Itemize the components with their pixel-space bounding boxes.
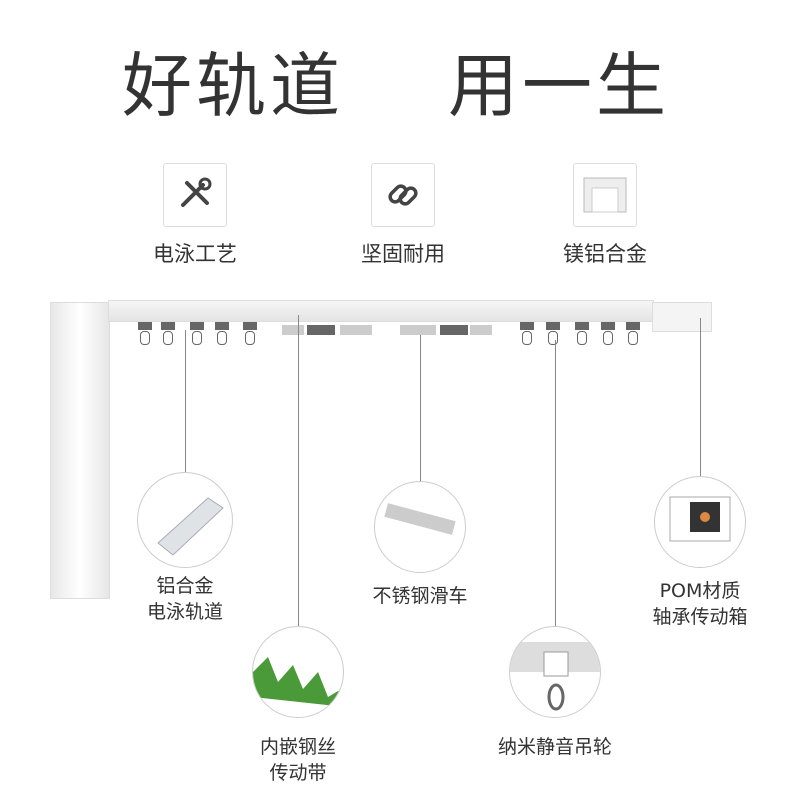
leader-line (555, 340, 556, 626)
curtain-hook (628, 331, 638, 345)
feature-icon-box (371, 163, 435, 227)
rail-profile-image (137, 472, 233, 568)
callout-gearbox: POM材质轴承传动箱 (610, 578, 790, 630)
carrier-image (374, 481, 466, 573)
curtain-hook (192, 331, 202, 345)
hook-carrier (215, 322, 229, 330)
curtain-hook (548, 331, 558, 345)
curtain-hook (163, 331, 173, 345)
leader-line (185, 330, 186, 472)
curtain-track (108, 300, 654, 322)
callout-line: 内嵌钢丝 (259, 736, 336, 758)
link-icon (388, 184, 418, 206)
headline-left: 好轨道 (122, 45, 344, 127)
callout-rail: 铝合金电泳轨道 (95, 573, 275, 625)
gearbox-image (654, 476, 746, 568)
hook-carrier (243, 322, 257, 330)
hook-carrier (138, 322, 152, 330)
track-end-cap-left (50, 302, 110, 599)
feature-label: 电泳工艺 (153, 242, 237, 266)
slider-plate (470, 325, 492, 335)
curtain-hook (603, 331, 613, 345)
callout-line: 电泳轨道 (146, 601, 223, 623)
curtain-hook (245, 331, 255, 345)
slider-plate (340, 325, 372, 335)
tools-icon (181, 177, 212, 207)
hook-carrier (575, 322, 589, 330)
feature-icon-box (163, 163, 227, 227)
slider-plate (400, 325, 436, 335)
hook-carrier (546, 322, 560, 330)
leader-line (700, 318, 701, 476)
wheel-image (509, 626, 601, 718)
slider-block (307, 325, 335, 335)
callout-line: 传动带 (269, 762, 327, 784)
feature-icon-box (573, 163, 637, 227)
rail-profile-icon (583, 177, 627, 213)
hook-carrier (161, 322, 175, 330)
hook-carrier (626, 322, 640, 330)
hook-carrier (190, 322, 204, 330)
curtain-hook (577, 331, 587, 345)
curtain-hook (522, 331, 532, 345)
feature-label: 镁铝合金 (563, 242, 647, 266)
slider-block (440, 325, 468, 335)
hook-carrier (601, 322, 615, 330)
track-end-cap-right (652, 302, 712, 332)
callout-line: POM材质 (659, 580, 741, 602)
callout-line: 轴承传动箱 (652, 606, 748, 628)
callout-car: 不锈钢滑车 (372, 585, 468, 607)
leader-line (298, 315, 299, 626)
callout-wheel: 纳米静音吊轮 (497, 736, 612, 758)
belt-image (252, 626, 344, 718)
curtain-hook (217, 331, 227, 345)
feature-label: 坚固耐用 (361, 242, 445, 266)
callout-line: 铝合金 (156, 575, 214, 597)
hook-carrier (520, 322, 534, 330)
slider-plate (282, 325, 304, 335)
leader-line (420, 335, 421, 481)
headline-right: 用一生 (448, 45, 670, 127)
curtain-hook (140, 331, 150, 345)
callout-belt: 内嵌钢丝传动带 (208, 734, 388, 786)
